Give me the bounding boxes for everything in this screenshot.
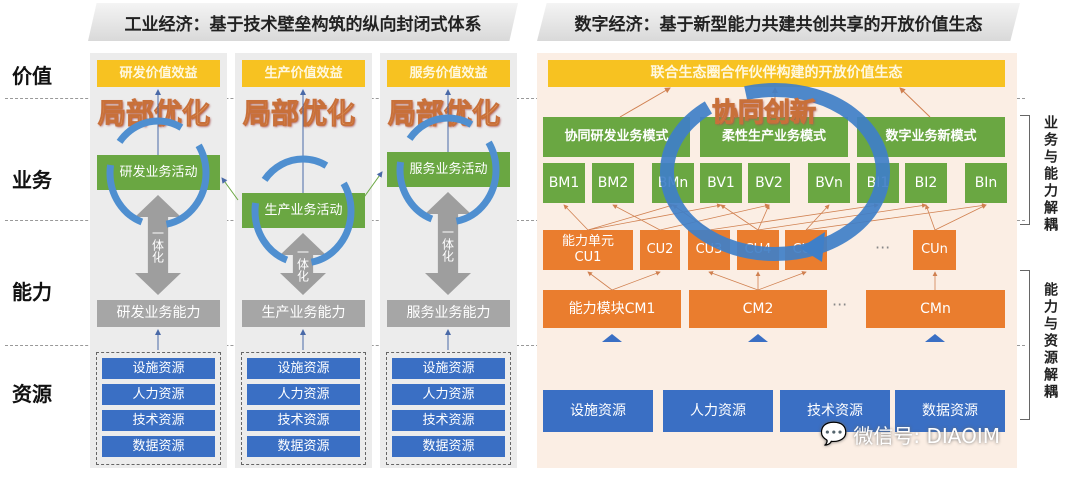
cu-box: CU5: [785, 230, 827, 270]
ellipsis: ···: [875, 238, 891, 257]
ecosystem-value-box: 联合生态圈合作伙伴构建的开放价值生态: [548, 60, 1005, 87]
bm-box: BM2: [592, 163, 634, 203]
resource-box: 技术资源: [102, 410, 215, 431]
bm-box: BI2: [905, 163, 947, 203]
resource-group: [96, 352, 221, 465]
bm-box: BIn: [965, 163, 1007, 203]
resource-box: 数据资源: [895, 390, 1005, 432]
watermark: 💬微信号: DIAOIM: [820, 420, 1000, 449]
resource-group: [386, 352, 511, 465]
cu-box: CU4: [737, 230, 779, 270]
cu-box: CUn: [913, 230, 956, 270]
header-digital: 数字经济：基于新型能力共建共创共享的开放价值生态: [537, 3, 1020, 41]
optimize-label: 局部优化: [387, 97, 501, 131]
wechat-icon: 💬: [820, 422, 848, 447]
bm-box: BVn: [808, 163, 850, 203]
bracket-capability-resource: [1020, 270, 1030, 420]
cm-box: CMn: [866, 290, 1005, 328]
bm-box: BMn: [652, 163, 694, 203]
mode-box: 协同研发业务模式: [543, 117, 690, 157]
resource-box: 技术资源: [247, 410, 360, 431]
resource-group: [241, 352, 366, 465]
resource-box: 设施资源: [247, 358, 360, 379]
bm-box: BI1: [857, 163, 899, 203]
value-box: 服务价值效益: [387, 60, 510, 87]
resource-box: 设施资源: [102, 358, 215, 379]
header-text: 工业经济：基于技术壁垒构筑的纵向封闭式体系: [124, 14, 482, 35]
cu-box: CU2: [640, 230, 680, 270]
resource-box: 技术资源: [780, 390, 890, 432]
activity-box: 生产业务活动: [242, 193, 365, 228]
mode-box: 数字业务新模式: [857, 117, 1005, 157]
resource-box: 人力资源: [392, 384, 505, 405]
resource-box: 人力资源: [247, 384, 360, 405]
row-label-business: 业务: [12, 168, 52, 192]
header-industrial: 工业经济：基于技术壁垒构筑的纵向封闭式体系: [88, 3, 518, 41]
bm-box: BV2: [748, 163, 790, 203]
side-label-business-capability: 业务与能力解耦: [1042, 115, 1058, 234]
row-label-resource: 资源: [12, 382, 52, 406]
activity-box: 服务业务活动: [387, 152, 510, 187]
resource-box: 数据资源: [102, 436, 215, 457]
row-label-value: 价值: [12, 64, 52, 88]
optimize-label: 局部优化: [242, 97, 356, 131]
cu-box: CU3: [688, 230, 730, 270]
cm-box: 能力模块CM1: [543, 290, 681, 328]
resource-box: 数据资源: [392, 436, 505, 457]
resource-box: 设施资源: [543, 390, 653, 432]
ellipsis: ···: [832, 295, 848, 314]
row-label-capability: 能力: [12, 280, 52, 304]
header-text: 数字经济：基于新型能力共建共创共享的开放价值生态: [574, 14, 983, 35]
resource-box: 技术资源: [392, 410, 505, 431]
resource-box: 人力资源: [663, 390, 773, 432]
bm-box: BM1: [543, 163, 585, 203]
watermark-text: 微信号: DIAOIM: [853, 424, 1001, 448]
value-box: 生产价值效益: [242, 60, 365, 87]
value-box: 研发价值效益: [97, 60, 220, 87]
resource-box: 数据资源: [247, 436, 360, 457]
cm-box: CM2: [689, 290, 827, 328]
cu-box: 能力单元 CU1: [543, 230, 633, 270]
side-label-capability-resource: 能力与资源解耦: [1042, 282, 1058, 401]
capability-box: 服务业务能力: [387, 300, 510, 327]
resource-box: 人力资源: [102, 384, 215, 405]
resource-box: 设施资源: [392, 358, 505, 379]
activity-box: 研发业务活动: [97, 155, 220, 190]
innovation-label: 协同创新: [711, 98, 817, 129]
optimize-label: 局部优化: [97, 97, 211, 131]
capability-box: 研发业务能力: [97, 300, 220, 327]
bracket-business-capability: [1020, 115, 1030, 225]
bm-box: BV1: [700, 163, 742, 203]
capability-box: 生产业务能力: [242, 300, 365, 327]
